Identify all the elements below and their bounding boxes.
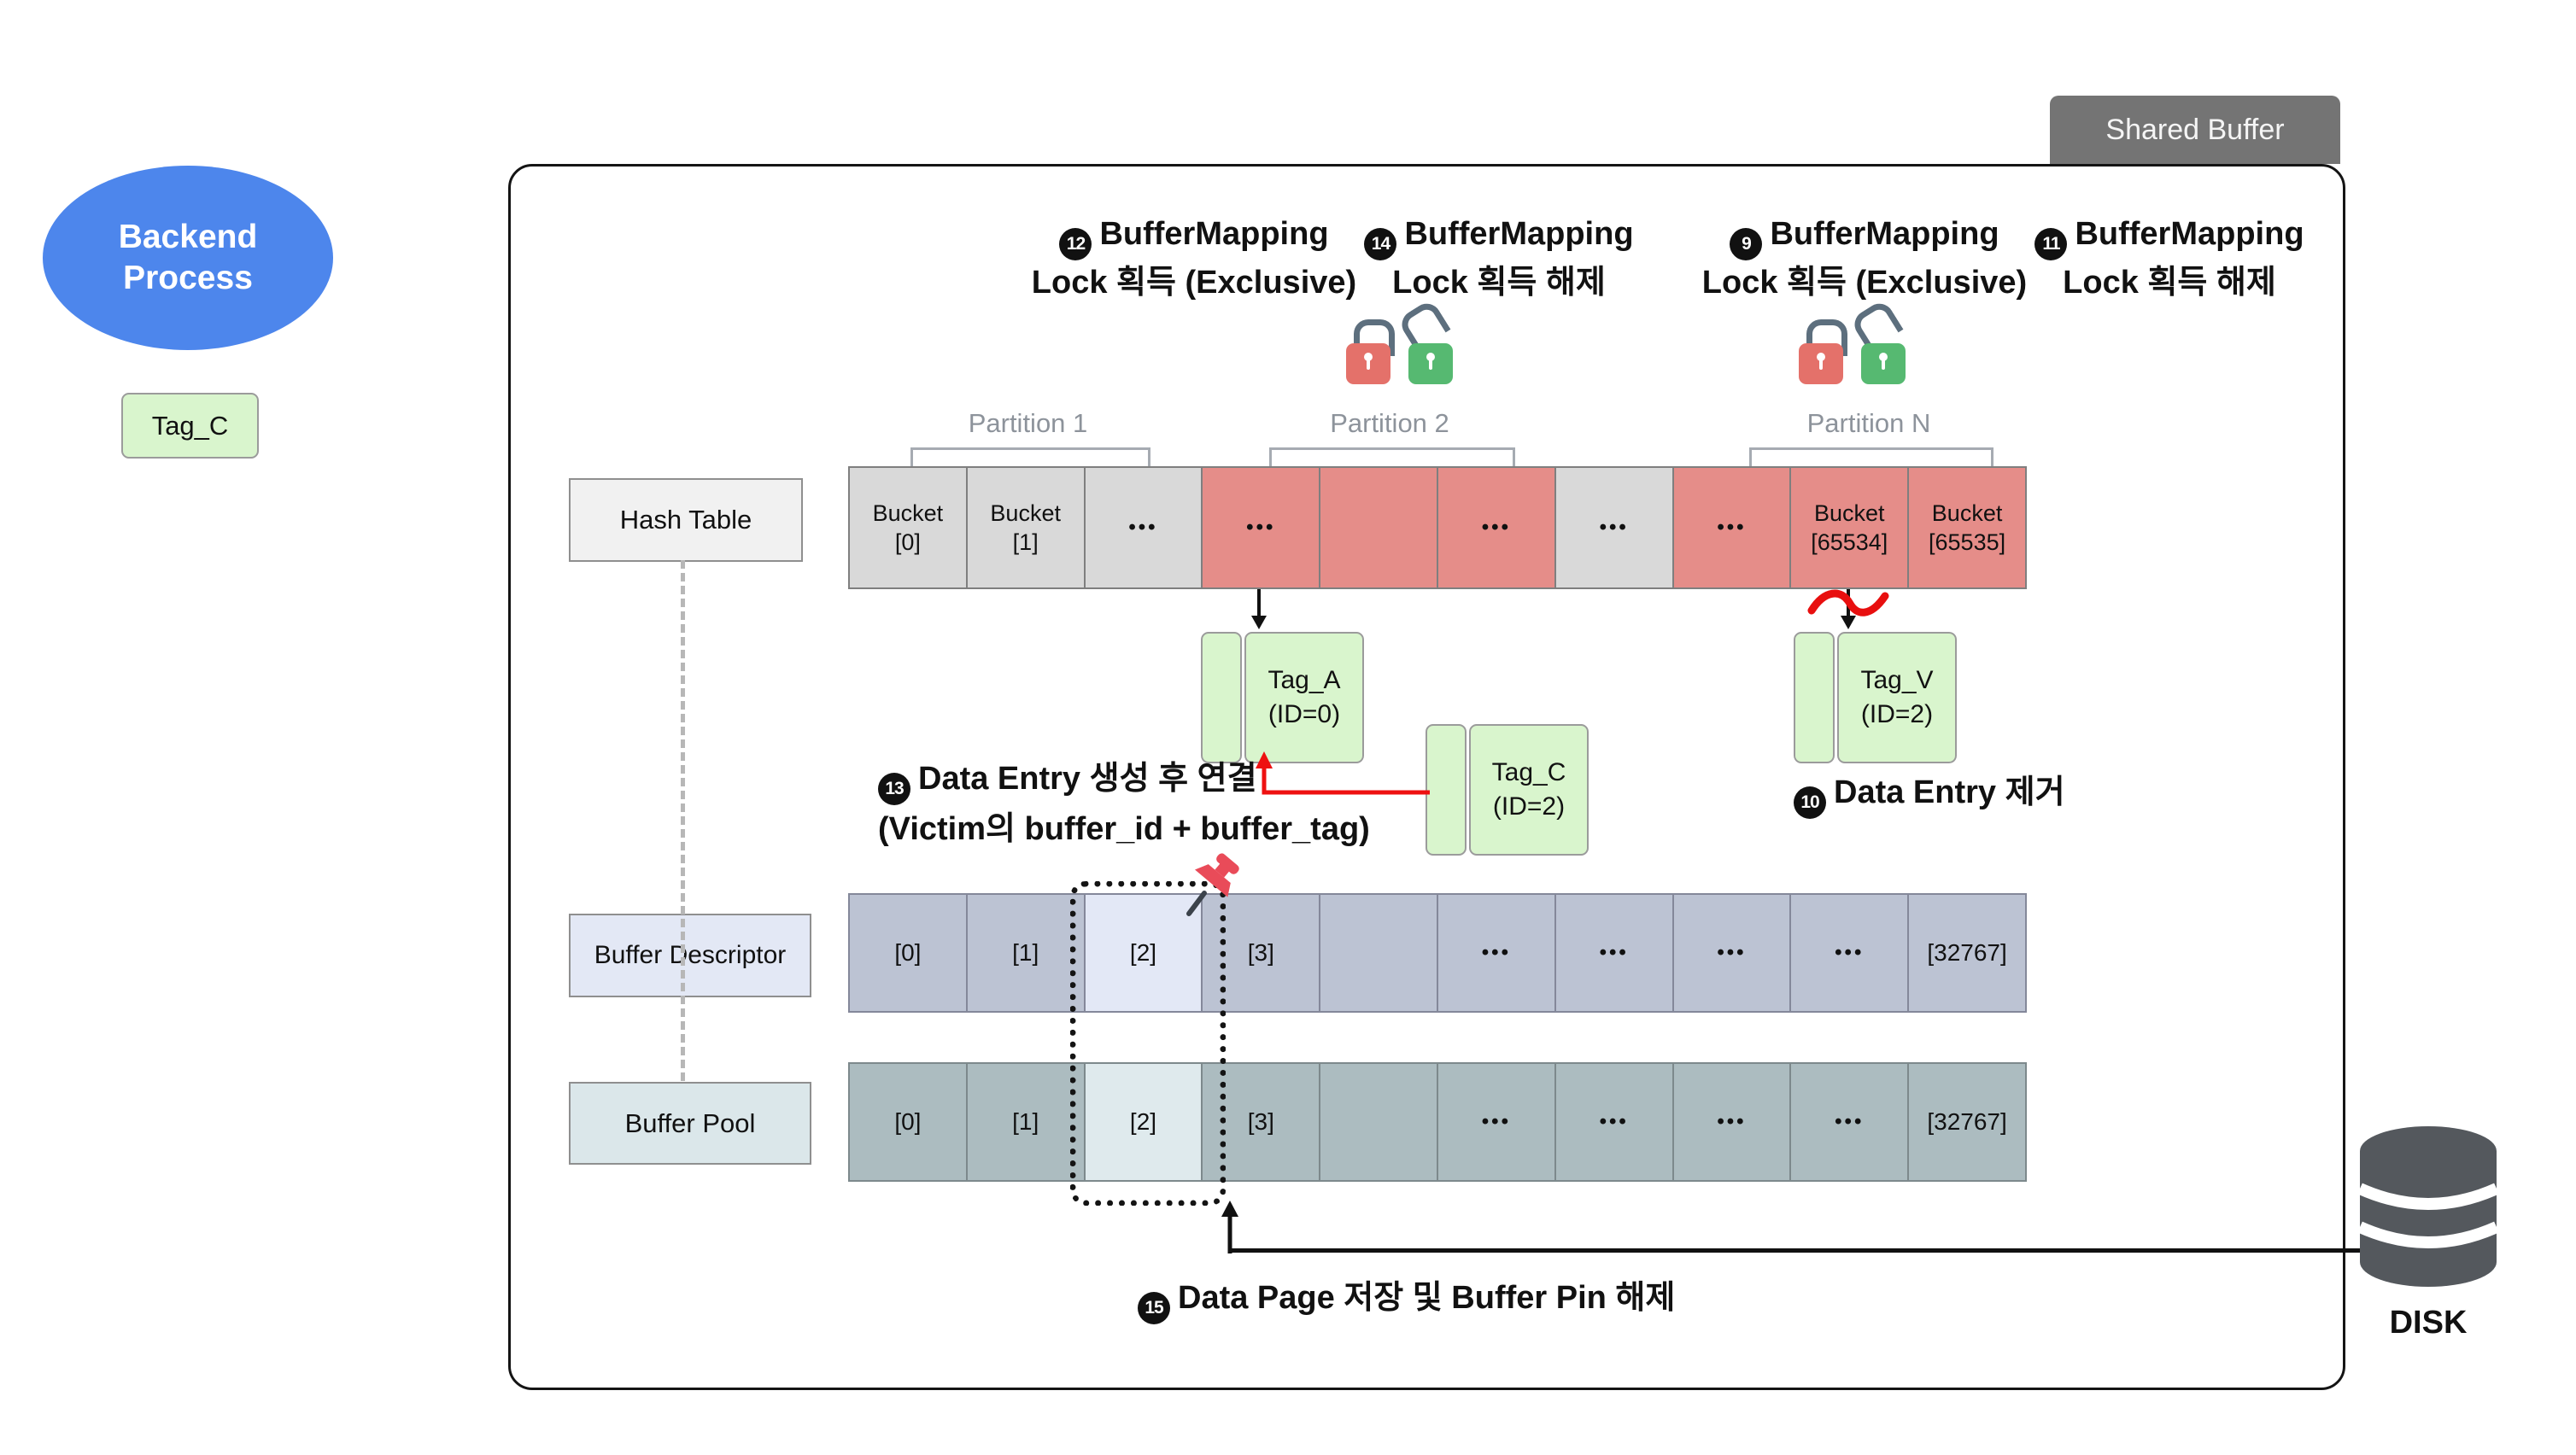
pool-cell: [0] [848,1062,968,1182]
shared-buffer-tab-label: Shared Buffer [2105,114,2284,147]
pool-cell [1319,1062,1438,1182]
hash-bucket-cell: ••• [1084,466,1203,589]
step-14-buffermapping-unlock: 14BufferMapping Lock 획득 해제 [1337,212,1661,305]
buffer-pool-label: Buffer Pool [569,1082,811,1165]
hash-bucket-cell: ••• [1554,466,1674,589]
buffer-descriptor-row: [0] [1] [2] [3] ••• ••• ••• ••• [32767] [848,893,2027,1013]
descriptor-cell: [1] [966,893,1086,1013]
tag-c-entry: Tag_C (ID=2) [1426,724,1589,856]
hash-to-pool-dashed-line [681,560,685,1081]
step-15-badge: 15 [1138,1292,1170,1324]
buffer-pool-row: [0] [1] [2] [3] ••• ••• ••• ••• [32767] [848,1062,2027,1182]
disk-to-pool-arrowhead [1216,1201,1244,1253]
tag-c-request-box: Tag_C [121,393,259,459]
descriptor-cell: ••• [1672,893,1792,1013]
hash-table-row: Bucket[0] Bucket[1] ••• ••• ••• ••• ••• … [848,466,2027,589]
tag-a-entry: Tag_A (ID=0) [1201,632,1364,763]
step-9-badge: 9 [1730,228,1762,260]
descriptor-cell: ••• [1554,893,1674,1013]
pushpin-icon [1179,852,1245,919]
tag-v-entry: Tag_V (ID=2) [1794,632,1957,763]
pool-cell: [1] [966,1062,1086,1182]
backend-process-line1: Backend [119,217,258,258]
squiggle-icon [1807,587,1889,620]
descriptor-cell: [32767] [1907,893,2027,1013]
disk-connector-line [1228,1248,2376,1253]
partition-2-label: Partition 2 [1269,408,1510,439]
step-10-badge: 10 [1794,786,1826,819]
step-11-buffermapping-unlock: 11BufferMapping Lock 획득 해제 [2007,212,2332,305]
hash-bucket-cell: ••• [1672,466,1792,589]
buffer-descriptor-label: Buffer Descriptor [569,914,811,997]
unlocked-lock-icon [1861,318,1906,384]
disk-cylinder-icon [2357,1124,2499,1291]
step-14-badge: 14 [1364,228,1396,260]
shared-buffer-tab: Shared Buffer [2050,96,2340,164]
hash-table-label: Hash Table [569,478,803,562]
tag-a-id-cell [1201,632,1242,763]
hash-bucket-cell [1319,466,1438,589]
step-11-badge: 11 [2034,228,2067,260]
pool-cell: ••• [1789,1062,1909,1182]
hash-bucket-cell: Bucket[65535] [1907,466,2027,589]
partition-n-label: Partition N [1749,408,1988,439]
hash-bucket-cell: ••• [1437,466,1556,589]
descriptor-cell [1319,893,1438,1013]
pool-cell: ••• [1437,1062,1556,1182]
pool-cell: [32767] [1907,1062,2027,1182]
tag-v-id-cell [1794,632,1835,763]
step-13-annotation: 13Data Entry 생성 후 연결 (Victim의 buffer_id … [878,755,1370,853]
disk-label: DISK [2357,1305,2499,1341]
descriptor-cell: [0] [848,893,968,1013]
locked-lock-icon [1799,318,1843,384]
step-12-badge: 12 [1059,228,1092,260]
hash-bucket-cell: ••• [1201,466,1320,589]
tag-c-request-label: Tag_C [152,411,229,441]
backend-process-line2: Process [123,258,253,299]
pool-cell: ••• [1672,1062,1792,1182]
hash-bucket-cell: Bucket[1] [966,466,1086,589]
hash-bucket-cell: Bucket[65534] [1789,466,1909,589]
step-13-badge: 13 [878,773,910,805]
hash-bucket-cell: Bucket[0] [848,466,968,589]
backend-process-node: Backend Process [43,166,333,350]
descriptor-cell: ••• [1437,893,1556,1013]
locked-lock-icon [1346,318,1390,384]
step-10-annotation: 10Data Entry 제거 [1794,768,2065,819]
descriptor-cell: ••• [1789,893,1909,1013]
victim-buffer-dotted-outline [1070,881,1226,1206]
partition-1-label: Partition 1 [910,408,1145,439]
arrow-bucket-to-tag-a [1249,589,1269,630]
pool-cell: ••• [1554,1062,1674,1182]
step-15-annotation: 15Data Page 저장 및 Buffer Pin 해제 [1138,1274,1675,1324]
unlocked-lock-icon [1408,318,1453,384]
